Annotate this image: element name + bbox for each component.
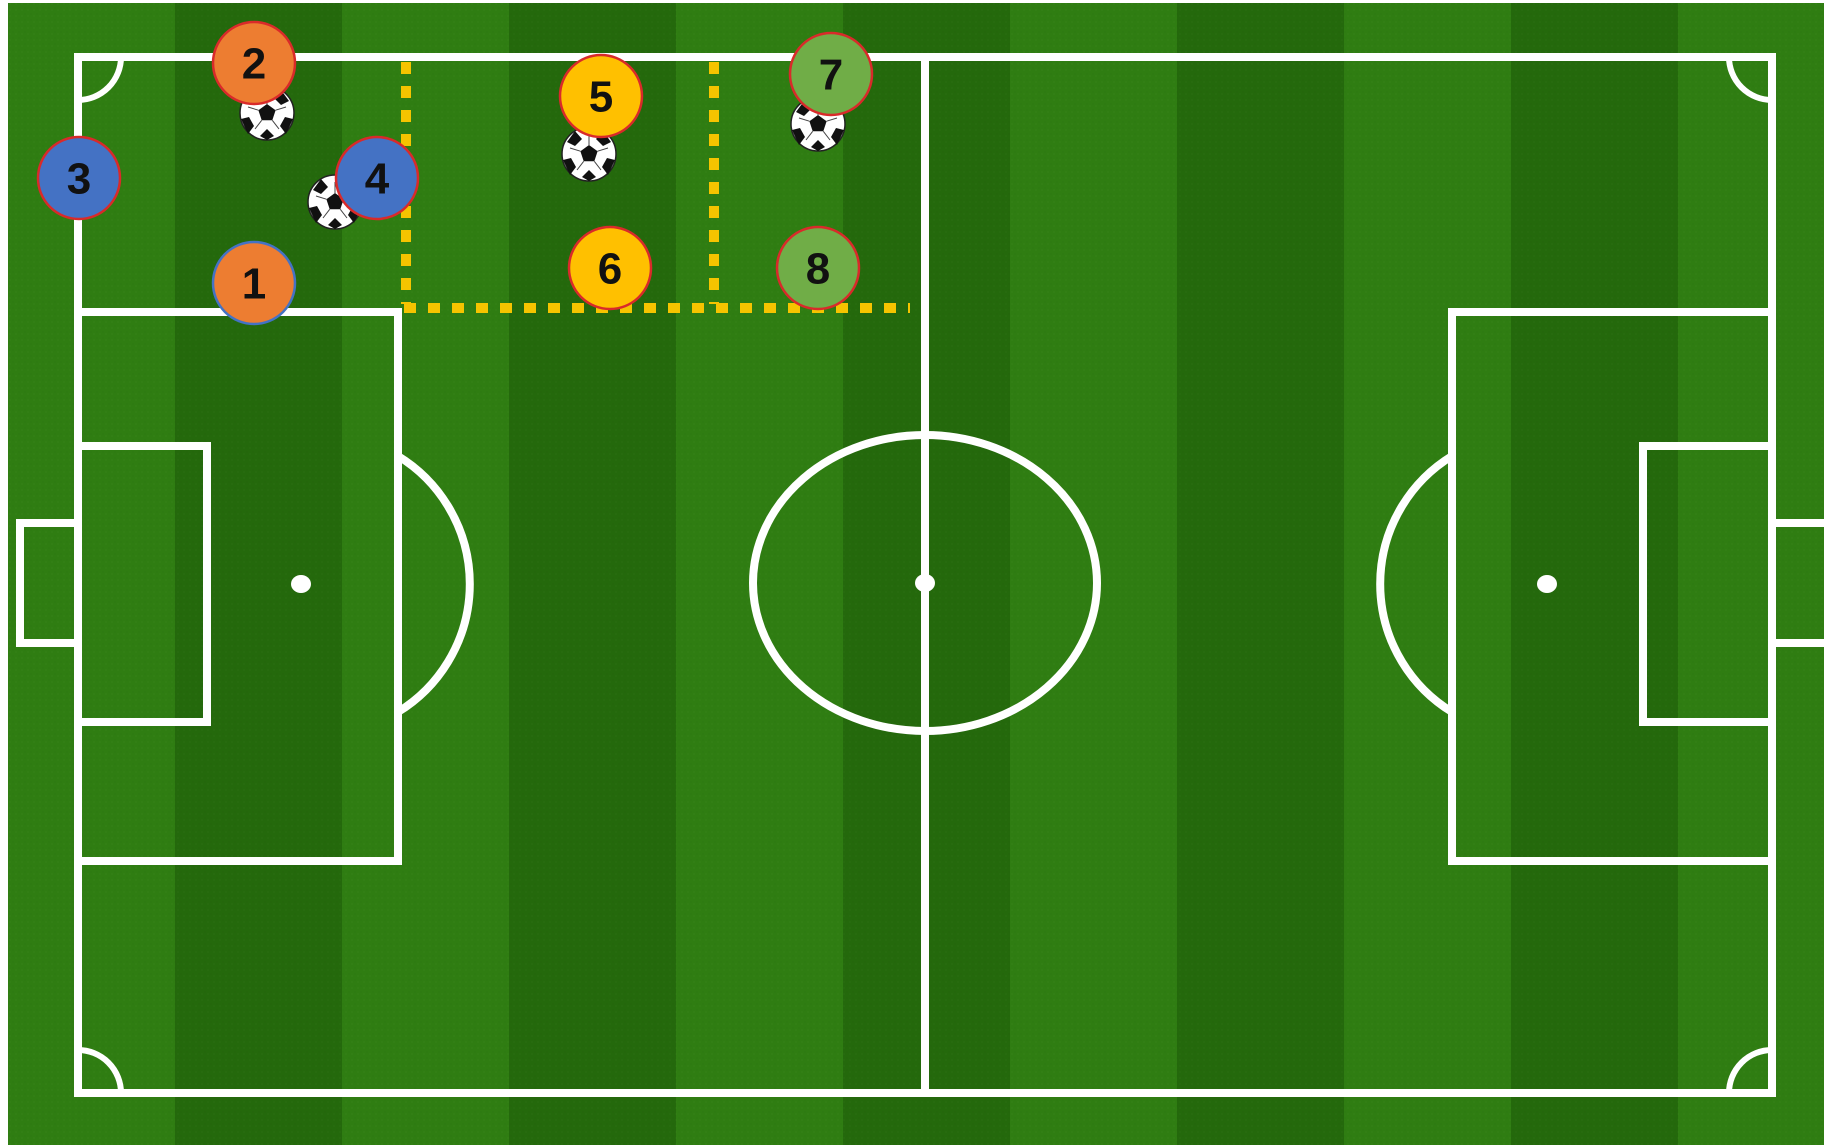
player-number: 7 (819, 51, 843, 100)
player-marker-3: 3 (38, 137, 120, 219)
right-penalty-spot (1537, 575, 1557, 593)
player-number: 1 (242, 260, 266, 309)
center-spot (915, 574, 935, 592)
player-number: 4 (365, 155, 390, 204)
player-marker-2: 2 (213, 22, 295, 104)
player-marker-7: 7 (790, 33, 872, 115)
player-number: 5 (589, 73, 613, 122)
player-marker-6: 6 (569, 227, 651, 309)
player-marker-5: 5 (560, 55, 642, 137)
grass-texture (8, 3, 1824, 1145)
player-number: 2 (242, 40, 266, 89)
player-number: 3 (67, 155, 91, 204)
player-number: 8 (806, 245, 830, 294)
player-marker-1: 1 (213, 242, 295, 324)
player-marker-8: 8 (777, 227, 859, 309)
player-marker-4: 4 (336, 137, 418, 219)
left-penalty-spot (291, 575, 311, 593)
player-number: 6 (598, 245, 622, 294)
